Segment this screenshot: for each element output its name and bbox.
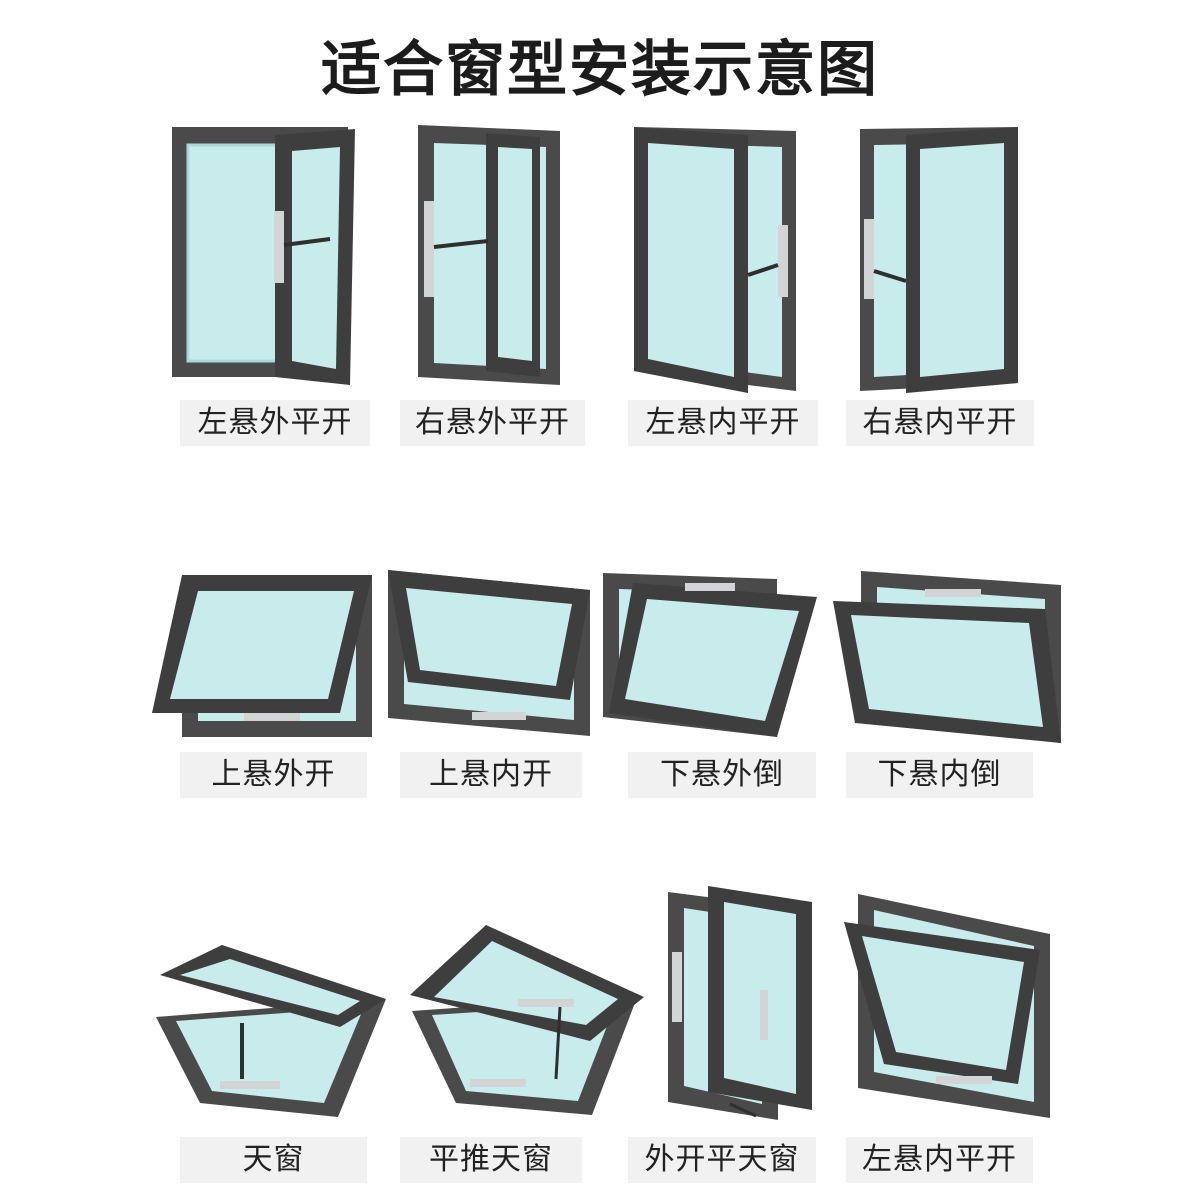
window-illustration-casement-in-right (850, 115, 1030, 400)
window-label: 左悬内平开 (846, 1137, 1033, 1183)
window-label: 左悬内平开 (628, 400, 818, 446)
window-label: 天窗 (180, 1137, 367, 1183)
window-illustration-skylight (150, 935, 400, 1125)
page-title: 适合窗型安装示意图 (321, 35, 879, 105)
window-illustration-parallel-skylight (400, 915, 650, 1120)
window-label: 左悬外平开 (180, 400, 370, 446)
top-hung-out-illustration (152, 575, 372, 737)
window-label: 下悬外倒 (628, 752, 816, 798)
top-hung-in-tilt-illustration (844, 894, 1050, 1118)
window-illustration-bottom-hung-in (825, 565, 1065, 750)
window-illustration-top-hung-in-tilt (840, 890, 1060, 1125)
skylight-illustration (156, 945, 386, 1117)
top-hung-in-illustration (388, 570, 590, 736)
window-label: 下悬内倒 (846, 752, 1033, 798)
window-illustration-casement-out-left (150, 115, 370, 395)
casement-out-right-illustration (418, 125, 560, 385)
window-illustration-casement-in-left (620, 115, 810, 400)
window-label: 上悬外开 (180, 752, 367, 798)
window-illustration-top-hung-out (140, 565, 380, 745)
bottom-hung-in-illustration (833, 571, 1061, 743)
window-illustration-casement-out-right (400, 115, 580, 395)
window-label: 平推天窗 (400, 1137, 582, 1183)
window-illustration-top-hung-in (380, 560, 605, 745)
window-label: 上悬内开 (400, 752, 582, 798)
bottom-hung-out-illustration (603, 573, 817, 737)
window-label: 右悬外平开 (400, 400, 585, 446)
window-illustration-bottom-hung-out (595, 565, 825, 745)
casement-out-left-illustration (172, 127, 355, 385)
parallel-skylight-illustration (410, 925, 644, 1115)
casement-in-right-illustration (860, 127, 1018, 393)
casement-in-left-illustration (634, 127, 796, 393)
parallel-out-illustration (668, 886, 812, 1120)
window-label: 外开平天窗 (628, 1137, 816, 1183)
window-label: 右悬内平开 (846, 400, 1034, 446)
window-illustration-parallel-out (660, 880, 820, 1125)
